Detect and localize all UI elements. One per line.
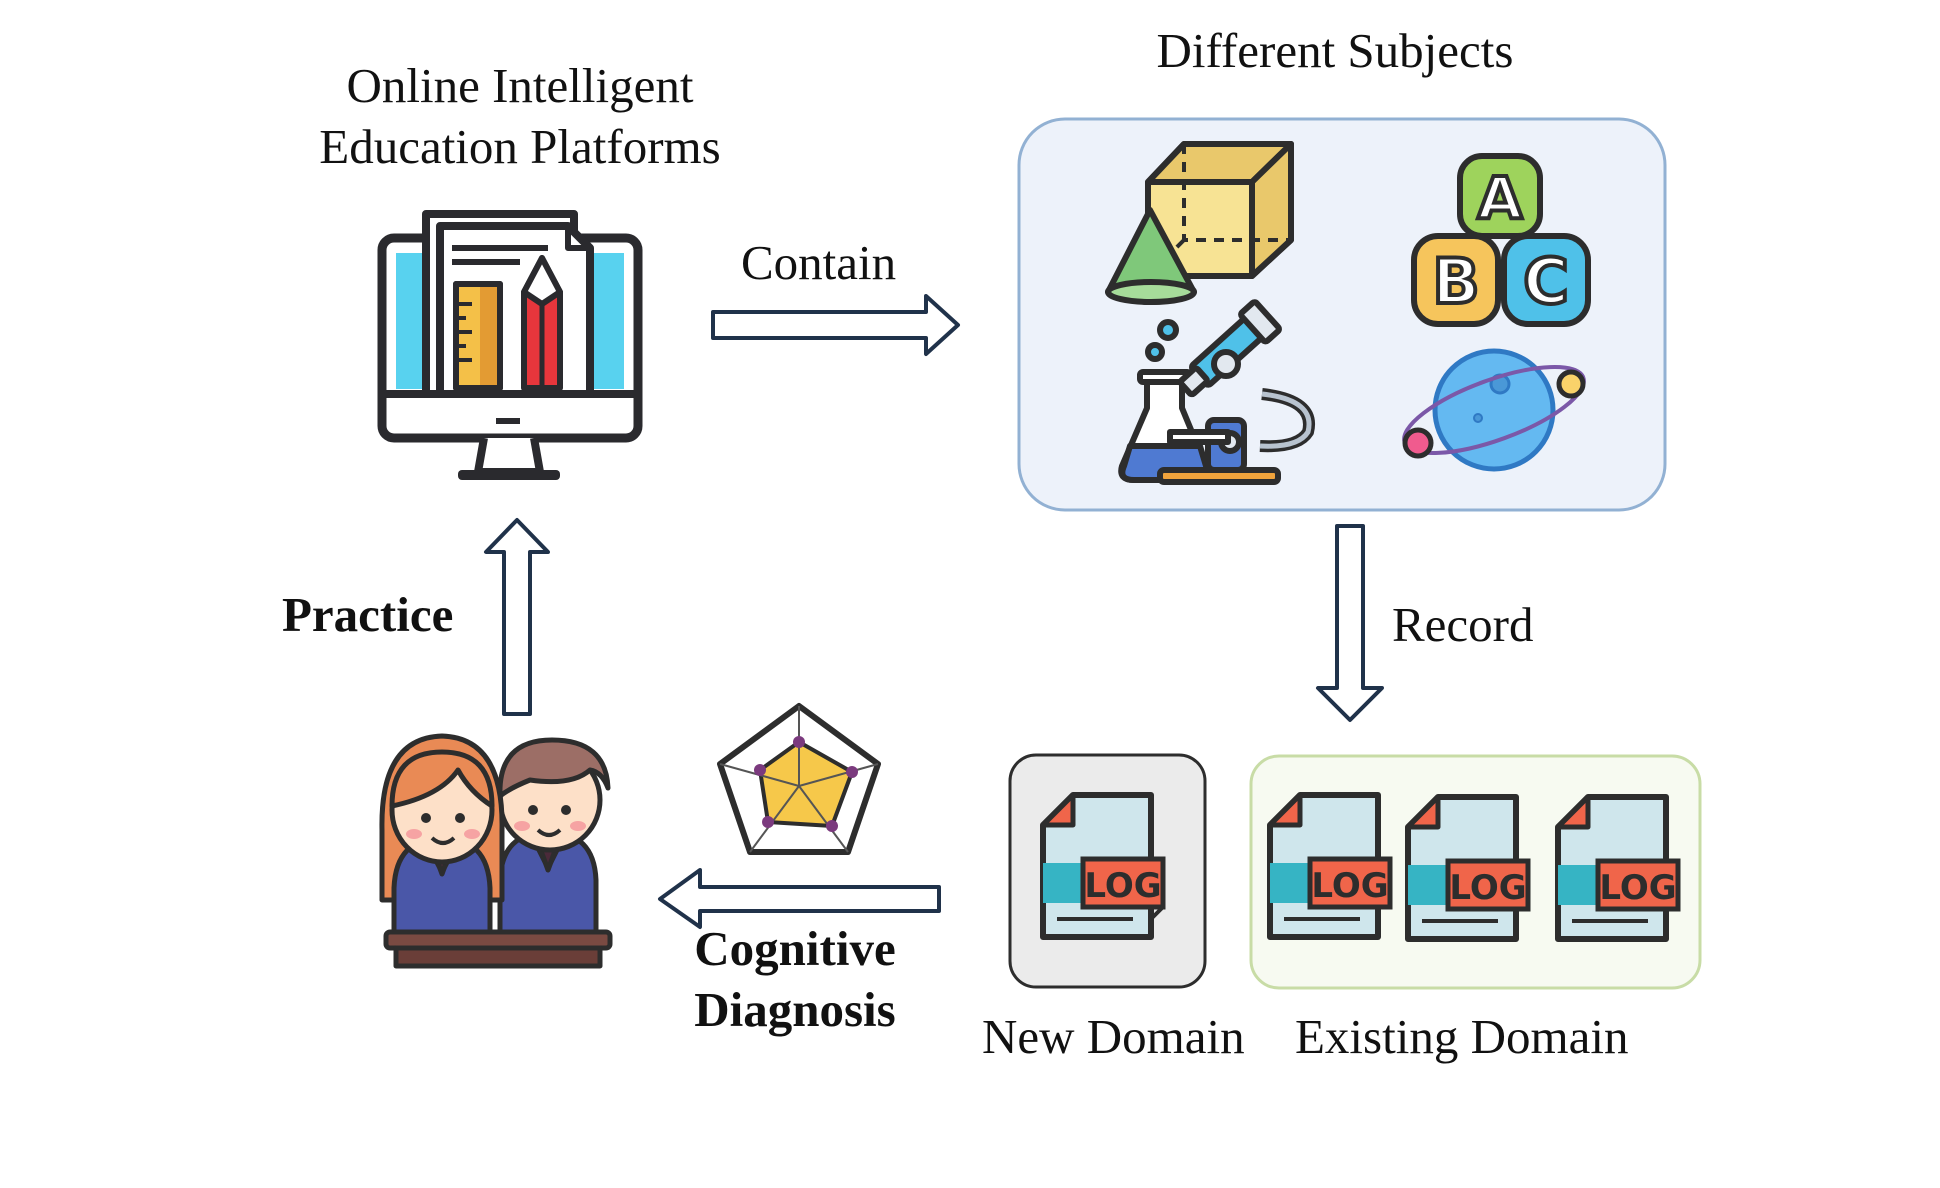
- subjects-title: Different Subjects: [1156, 23, 1514, 78]
- log-file-icon-existing-2: LOG: [1405, 794, 1531, 942]
- log-file-icon-existing-1: LOG: [1267, 792, 1393, 940]
- cognitive-diagnosis-line2: Diagnosis: [694, 982, 896, 1038]
- practice-arrow: [484, 518, 550, 716]
- log-label: LOG: [1084, 866, 1161, 906]
- cognitive-diagnosis-label: Cognitive Diagnosis: [660, 918, 930, 1041]
- students-icon: [379, 733, 613, 969]
- practice-label: Practice: [282, 587, 454, 642]
- contain-label: Contain: [741, 235, 897, 290]
- log-file-icon-new: LOG: [1040, 792, 1166, 940]
- record-arrow: [1316, 524, 1384, 722]
- letter-b: B: [1432, 245, 1479, 318]
- new-domain-label: New Domain: [982, 1009, 1245, 1064]
- science-icon: [1118, 299, 1315, 485]
- abc-blocks-icon: A B C: [1411, 153, 1591, 327]
- log-file-icon-existing-3: LOG: [1555, 794, 1681, 942]
- platform-title: Online Intelligent Education Platforms: [290, 55, 750, 178]
- log-label: LOG: [1311, 866, 1388, 906]
- letter-a: A: [1478, 164, 1523, 232]
- radar-chart-icon: [717, 703, 881, 855]
- record-label: Record: [1392, 597, 1534, 652]
- log-label: LOG: [1599, 868, 1676, 908]
- platform-title-line2: Education Platforms: [319, 119, 721, 175]
- cognitive-diagnosis-line1: Cognitive: [694, 921, 896, 976]
- platform-title-line1: Online Intelligent: [346, 58, 694, 113]
- planet-icon: [1402, 348, 1586, 472]
- log-label: LOG: [1449, 868, 1526, 908]
- letter-c: C: [1523, 245, 1569, 318]
- cognitive-diagnosis-arrow: [658, 868, 941, 929]
- monitor-icon: [377, 210, 643, 480]
- geometry-icon: [1105, 141, 1294, 305]
- contain-arrow: [711, 294, 960, 356]
- existing-domain-label: Existing Domain: [1295, 1009, 1629, 1064]
